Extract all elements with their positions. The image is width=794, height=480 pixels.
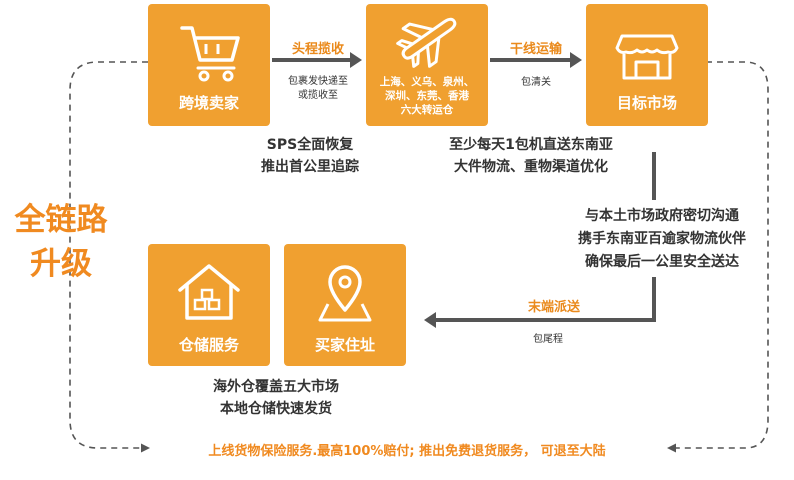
- first-leg-note: 包裹发快递至 或揽收至: [266, 75, 370, 103]
- node-market-label: 目标市场: [616, 94, 677, 112]
- node-hub-sublabel: 上海、义乌、泉州、 深圳、东莞、香港 六大转运仓: [366, 75, 488, 117]
- dashed-loop-right: [675, 61, 769, 449]
- headline-line2: 升级: [30, 246, 92, 282]
- hub-sub-line: 深圳、东莞、香港: [385, 90, 469, 102]
- caption-line: 与本土市场政府密切沟通: [585, 208, 739, 224]
- caption-overseas: 海外仓覆盖五大市场 本地仓储快速发货: [176, 376, 376, 420]
- caption-local: 与本土市场政府密切沟通 携手东南亚百逾家物流伙伴 确保最后一公里安全送达: [554, 205, 770, 274]
- node-hub: 上海、义乌、泉州、 深圳、东莞、香港 六大转运仓: [366, 4, 488, 126]
- caption-line: 推出首公里追踪: [261, 159, 359, 175]
- node-buyer: 买家住址: [284, 244, 406, 366]
- caption-sps: SPS全面恢复 推出首公里追踪: [220, 134, 400, 178]
- caption-line: 大件物流、重物渠道优化: [454, 159, 608, 175]
- shopping-cart-icon: [180, 26, 240, 82]
- headline: 全链路 升级: [2, 198, 120, 286]
- node-seller-label: 跨境卖家: [178, 94, 239, 112]
- airplane-icon: [396, 17, 457, 68]
- last-mile-label: 末端派送: [527, 300, 580, 315]
- headline-line1: 全链路: [14, 202, 108, 238]
- location-pin-icon: [318, 265, 372, 322]
- caption-flights: 至少每天1包机直送东南亚 大件物流、重物渠道优化: [416, 134, 646, 178]
- warehouse-icon: [178, 264, 240, 320]
- node-warehouse-label: 仓储服务: [178, 336, 239, 354]
- first-leg-label: 头程揽收: [291, 42, 344, 57]
- node-buyer-label: 买家住址: [314, 336, 375, 354]
- trunk-note: 包清关: [521, 77, 551, 88]
- caption-line: 携手东南亚百逾家物流伙伴: [578, 231, 746, 247]
- first-leg-note-line: 或揽收至: [298, 90, 338, 101]
- arrow-trunk-head: [570, 52, 582, 68]
- last-mile-note: 包尾程: [533, 334, 563, 345]
- hub-sub-line: 六大转运仓: [400, 104, 454, 116]
- node-market: 目标市场: [586, 4, 708, 126]
- dashed-loop-right-arrowhead: [667, 443, 676, 453]
- caption-line: 本地仓储快速发货: [220, 401, 332, 417]
- node-warehouse: 仓储服务: [148, 244, 270, 366]
- arrow-last-mile-head: [424, 312, 436, 328]
- first-leg-note-line: 包裹发快递至: [288, 76, 348, 87]
- storefront-icon: [615, 34, 679, 80]
- node-seller: 跨境卖家: [148, 4, 270, 126]
- arrow-first-leg-head: [350, 52, 362, 68]
- caption-line: SPS全面恢复: [266, 137, 354, 153]
- caption-line: 至少每天1包机直送东南亚: [449, 137, 613, 153]
- caption-line: 海外仓覆盖五大市场: [213, 379, 339, 395]
- bottom-banner: 上线货物保险服务.最高100%赔付; 推出免费退货服务， 可退至大陆: [208, 444, 606, 459]
- hub-sub-line: 上海、义乌、泉州、: [379, 76, 475, 88]
- dashed-loop-left-arrowhead: [141, 443, 150, 453]
- trunk-label: 干线运输: [509, 42, 562, 57]
- caption-line: 确保最后一公里安全送达: [585, 254, 739, 270]
